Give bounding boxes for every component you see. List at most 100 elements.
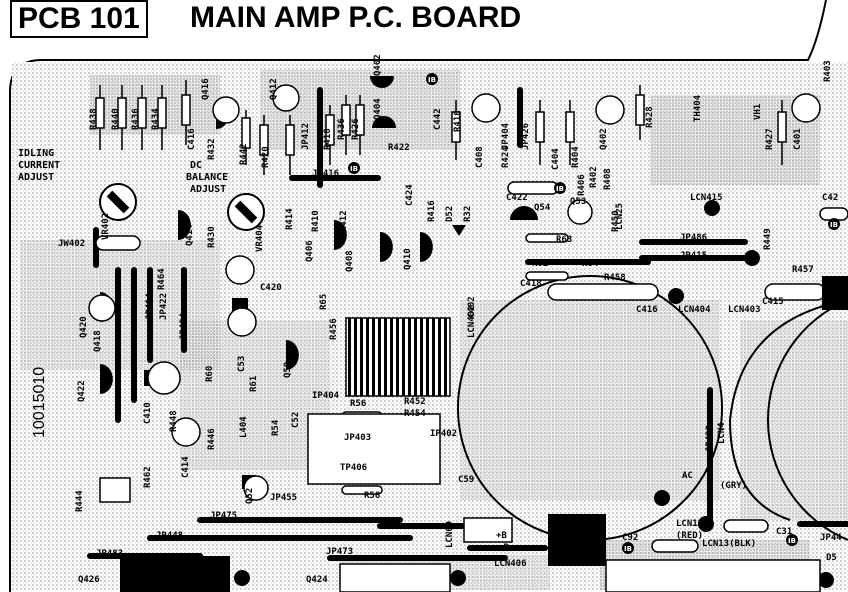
component-label: C92	[622, 533, 638, 543]
component-label: C402	[467, 296, 477, 318]
component-label: R416	[453, 110, 463, 132]
component-label: C416	[636, 305, 658, 315]
copper-areas	[20, 70, 848, 590]
ib-badges: IB IB IB IB IB IB	[348, 73, 840, 554]
component-label: LCN69	[445, 521, 455, 548]
component-label: VR404	[255, 224, 265, 252]
component-label: Q402	[373, 54, 383, 76]
component-label: Q414	[185, 224, 195, 246]
trim-pots	[99, 183, 265, 231]
svg-text:BALANCE: BALANCE	[186, 172, 228, 183]
component-label: LCN403	[728, 305, 761, 315]
component-label: IP404	[312, 391, 340, 401]
component-label: Q412	[269, 78, 279, 100]
component-label: JP483	[96, 549, 123, 559]
component-label: R432	[207, 138, 217, 160]
component-label: C59	[458, 475, 474, 485]
component-label: R403	[823, 60, 833, 82]
component-label: VR402	[101, 213, 111, 240]
component-label: LCN406	[494, 559, 527, 569]
component-label: R450	[611, 210, 621, 232]
component-label: R464	[157, 268, 167, 290]
component-label: C53	[237, 356, 247, 372]
component-label: R427	[765, 128, 775, 150]
component-label: AC	[682, 471, 693, 481]
component-label: R426	[351, 118, 361, 140]
board-title-text: MAIN AMP P.C. BOARD	[190, 1, 522, 34]
component-label: R444	[75, 490, 85, 512]
pcb-code: PCB 101	[18, 2, 140, 35]
component-label: Q406	[305, 240, 315, 262]
component-label: R416	[427, 200, 437, 222]
component-label: JP426	[521, 123, 531, 150]
diode	[452, 225, 466, 236]
component-label: JP403	[344, 433, 371, 443]
component-label: C31	[776, 527, 792, 537]
component-label: R452	[404, 397, 426, 407]
board-id-number: 10015010	[31, 367, 48, 438]
component-label: R406	[577, 174, 587, 196]
component-label: Q54	[534, 203, 551, 213]
component-label: C416	[187, 128, 197, 150]
component-label: D52	[445, 206, 455, 222]
component-label: C424	[405, 184, 415, 206]
component-label: R442	[239, 143, 249, 165]
dc-balance-note: DC BALANCE ADJUST	[186, 160, 228, 195]
component-label: C422	[506, 193, 528, 203]
component-label: R438	[89, 108, 99, 130]
component-label: C410	[143, 402, 153, 424]
component-label: (GRY)	[720, 481, 747, 491]
component-label: JP404	[501, 122, 511, 150]
component-label: C442	[433, 108, 443, 130]
pads	[120, 200, 848, 592]
component-label: Q422	[77, 380, 87, 402]
component-label: C42	[822, 193, 838, 203]
svg-text:IB: IB	[788, 537, 796, 545]
component-label: R58	[364, 491, 380, 501]
jumper-wires	[87, 87, 848, 561]
component-label: C401	[793, 128, 803, 150]
svg-text:IB: IB	[624, 545, 632, 553]
component-label: Q52	[245, 488, 255, 504]
component-label: LCN13(BLK)	[702, 539, 756, 549]
component-label: R65	[319, 294, 329, 310]
component-label: R434	[151, 108, 161, 130]
component-label: JP475	[210, 511, 237, 521]
board-outline	[9, 0, 827, 592]
component-label: R402	[589, 166, 599, 188]
component-label: JP473	[326, 547, 353, 557]
svg-text:ADJUST: ADJUST	[18, 172, 54, 183]
component-label: L404	[239, 416, 249, 438]
svg-text:ADJUST: ADJUST	[190, 184, 226, 195]
component-label: R458	[604, 273, 626, 283]
svg-text:CURRENT: CURRENT	[18, 160, 60, 171]
component-label: IP402	[430, 429, 457, 439]
component-label: C420	[260, 283, 282, 293]
component-label: R56	[350, 399, 366, 409]
component-label: LCN415	[690, 193, 723, 203]
component-label: JP428	[705, 425, 715, 452]
component-label: Q404	[373, 98, 383, 120]
connectors	[99, 413, 821, 592]
component-label: R414	[285, 208, 295, 230]
component-label: (RED)	[676, 531, 703, 541]
board-title: MAIN AMP P.C. BOARD	[190, 0, 521, 36]
component-label: R449	[763, 228, 773, 250]
component-label: C414	[181, 456, 191, 478]
component-label: R418	[323, 128, 333, 150]
component-label: JP44	[820, 533, 842, 543]
svg-text:IB: IB	[428, 76, 436, 84]
component-label: R60	[205, 366, 215, 382]
component-label: Q410	[403, 248, 413, 270]
component-label: JW402	[58, 239, 85, 249]
heatsink	[345, 317, 451, 397]
component-label: R454	[404, 409, 426, 419]
component-label: R436	[131, 108, 141, 130]
component-label: JP422	[159, 293, 169, 320]
component-label: LCN402	[467, 305, 477, 338]
capsule-capacitors	[95, 181, 848, 553]
component-label: JP415	[680, 251, 707, 261]
component-label: LCN404	[678, 305, 711, 315]
idling-note: IDLING CURRENT ADJUST	[18, 148, 60, 183]
